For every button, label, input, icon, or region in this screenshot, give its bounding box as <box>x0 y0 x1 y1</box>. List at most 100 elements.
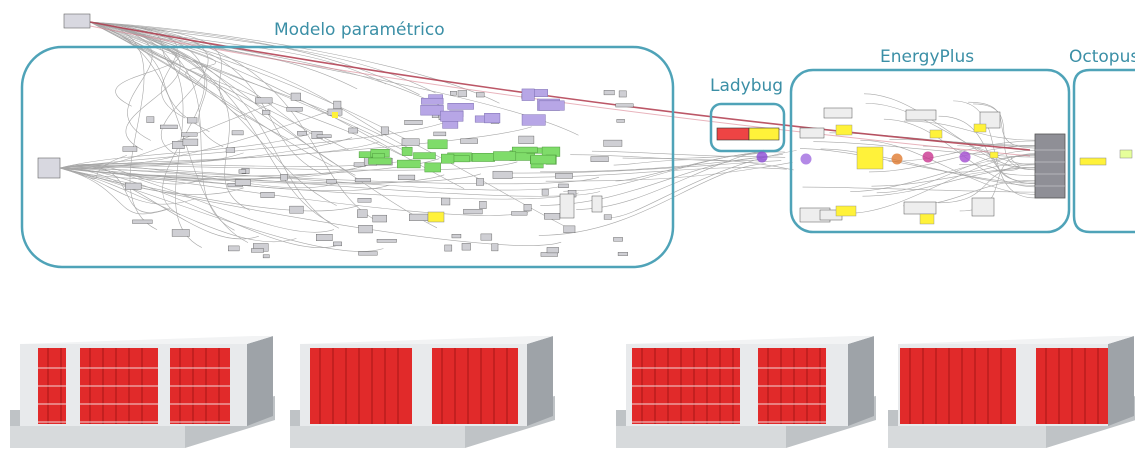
building-roof <box>898 336 1134 344</box>
building-side <box>848 336 874 426</box>
wire <box>871 167 1036 187</box>
component-node <box>563 225 576 234</box>
component-node <box>397 174 416 181</box>
energyplus-dot <box>959 151 971 163</box>
component-node <box>132 219 153 224</box>
wire <box>968 101 1036 149</box>
wire <box>89 21 500 104</box>
component-node <box>290 92 301 101</box>
wire <box>89 21 216 89</box>
wire <box>813 141 1036 158</box>
component-node <box>615 103 634 108</box>
green-node <box>424 162 441 173</box>
building-side <box>1108 336 1134 426</box>
energyplus-panel <box>989 151 999 159</box>
ladybug-panel <box>748 127 780 141</box>
component-node <box>354 178 371 183</box>
building-side <box>527 336 553 426</box>
wire <box>59 122 443 169</box>
group-box-energyplus <box>789 68 1071 234</box>
wire <box>89 21 383 137</box>
building-render <box>888 336 1135 448</box>
wire <box>973 103 1036 171</box>
wire <box>538 163 766 236</box>
component-node <box>450 91 457 96</box>
component-node <box>333 100 342 109</box>
component-node <box>479 200 487 209</box>
wire <box>540 156 786 206</box>
yellow-panel <box>332 112 338 118</box>
purple-node <box>420 105 444 116</box>
component-node <box>451 234 462 239</box>
building-roof <box>20 336 273 344</box>
green-node <box>493 151 517 161</box>
component-node <box>409 213 429 221</box>
purple-node <box>484 113 501 124</box>
energyplus-panel <box>835 124 853 136</box>
wire <box>89 21 331 223</box>
wire <box>59 167 390 192</box>
component-node <box>225 147 236 153</box>
group-label-ladybug: Ladybug <box>710 76 784 96</box>
energyplus-dot <box>756 151 768 163</box>
component-node <box>603 139 623 147</box>
component-node <box>401 138 420 146</box>
component-node <box>618 90 627 98</box>
stack-node <box>559 193 575 219</box>
green-node <box>401 146 413 156</box>
node-layer <box>37 13 1133 259</box>
component-node <box>181 132 198 137</box>
energyplus-panel <box>929 129 943 139</box>
group-label-modelo: Modelo paramétrico <box>274 20 445 40</box>
component-node <box>348 127 359 134</box>
component-node <box>228 245 240 252</box>
stack-node <box>591 195 603 213</box>
wire <box>563 151 785 192</box>
component-node <box>555 173 573 179</box>
ground-face <box>290 426 465 448</box>
component-node <box>238 169 247 174</box>
component-node <box>433 131 447 137</box>
building-render <box>10 336 275 448</box>
component-node <box>376 239 397 243</box>
purple-node <box>447 103 474 110</box>
green-node <box>441 153 455 164</box>
wire <box>938 164 1036 204</box>
component-node <box>333 241 342 247</box>
purple-node <box>421 97 444 105</box>
source-node <box>63 13 91 29</box>
wire <box>903 120 1036 141</box>
wire <box>89 21 180 107</box>
component-node <box>171 229 190 237</box>
octopus-component <box>1079 157 1107 166</box>
component-node <box>326 179 337 184</box>
wire <box>540 154 783 173</box>
component-node <box>358 225 373 234</box>
component-node <box>160 124 178 129</box>
wire <box>89 21 332 145</box>
component-node <box>289 205 304 214</box>
wire <box>865 102 1036 166</box>
wire <box>89 21 289 140</box>
component-node <box>480 233 493 241</box>
wire <box>888 140 1036 162</box>
green-node <box>427 139 448 150</box>
wire <box>944 163 1036 173</box>
energyplus-dot <box>922 151 934 163</box>
energyplus-component <box>903 201 937 215</box>
component-node <box>231 130 244 136</box>
building-render <box>616 336 876 448</box>
component-node <box>463 208 483 215</box>
energyplus-panel <box>835 205 857 217</box>
component-node <box>590 156 609 162</box>
wire <box>89 21 420 95</box>
yellow-panel <box>427 211 445 223</box>
component-node <box>358 251 378 256</box>
wire <box>59 167 297 243</box>
component-node <box>172 141 185 149</box>
building-render <box>290 336 555 448</box>
component-node <box>146 116 155 123</box>
group-box-modelo <box>20 45 675 269</box>
component-node <box>546 247 559 254</box>
